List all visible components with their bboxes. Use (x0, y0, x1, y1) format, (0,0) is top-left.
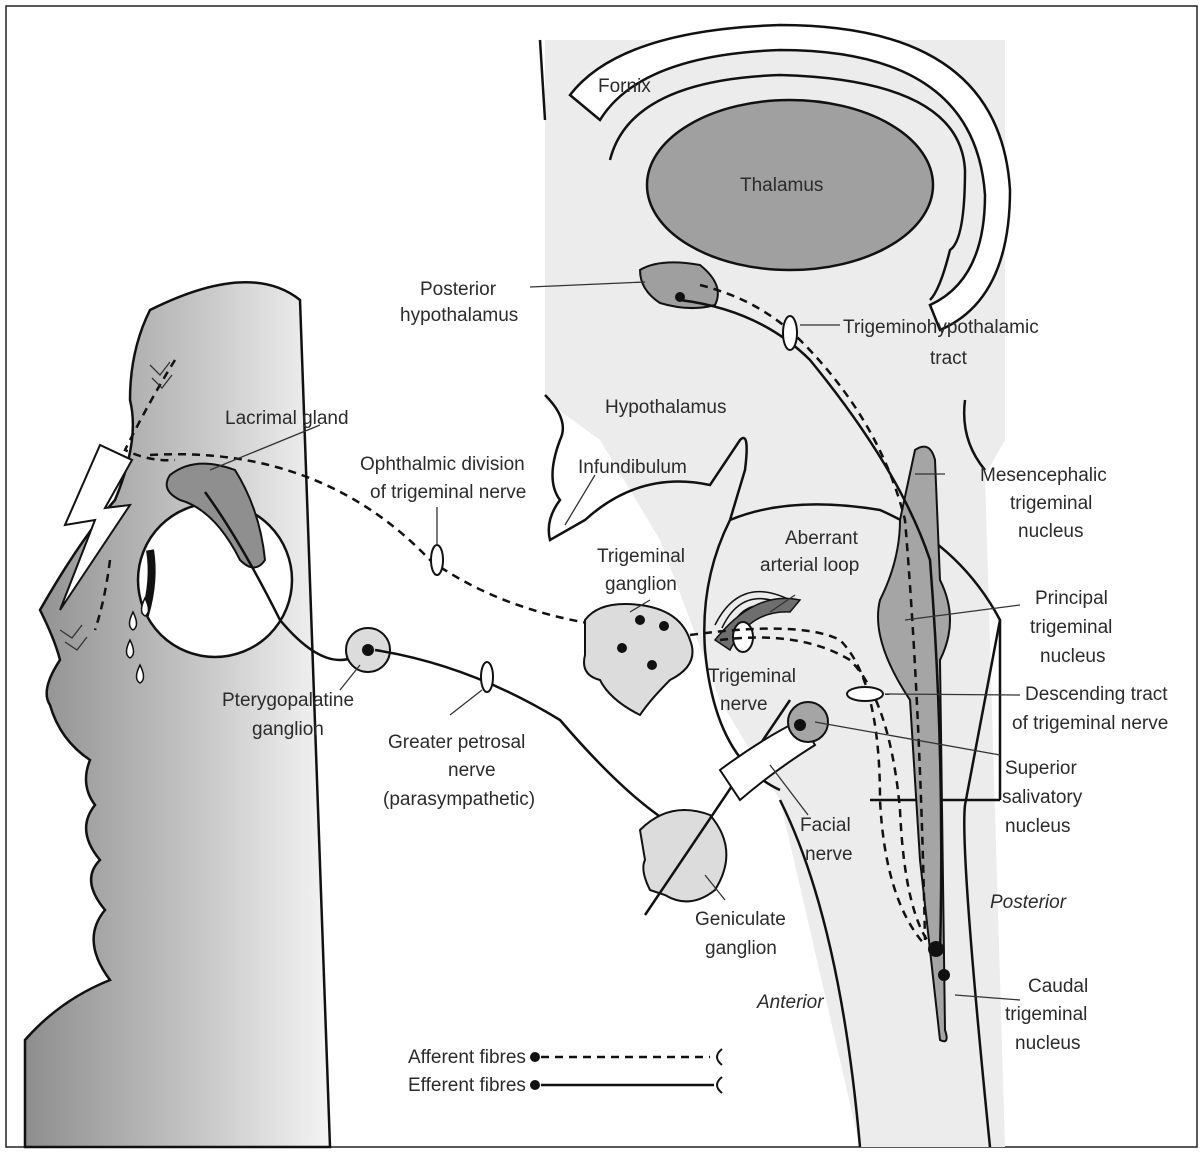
geniculate-label-2: ganglion (705, 938, 777, 959)
trigeminohypothalamic-label-1: Trigeminohypothalamic (843, 317, 1039, 338)
mesencephalic-label-1: Mesencephalic (980, 465, 1107, 486)
trigeminal-nerve-label-1: Trigeminal (708, 666, 796, 687)
efferent-legend-dot (530, 1080, 540, 1090)
hypothalamus-neuron (675, 292, 685, 302)
pterygopalatine-label-2: ganglion (252, 719, 324, 740)
salivatory-label-1: Superior (1005, 758, 1077, 779)
trigeminal-nerve-label-2: nerve (720, 694, 768, 715)
geniculate-label-1: Geniculate (695, 909, 786, 930)
pterygopalatine-label-1: Pterygopalatine (222, 690, 354, 711)
facial-nerve-label-2: nerve (805, 844, 853, 865)
pterygopalatine-neuron (362, 644, 374, 656)
tract-cut-marker (783, 316, 797, 350)
salivatory-label-2: salivatory (1002, 787, 1083, 808)
superior-salivatory-nucleus (788, 702, 828, 742)
aberrant-loop-label-1: Aberrant (785, 528, 859, 549)
caudal-neuron-1 (928, 941, 944, 957)
descending-tract-label-1: Descending tract (1025, 684, 1168, 705)
facial-nerve-label-1: Facial (800, 815, 851, 836)
caudal-label-1: Caudal (1028, 976, 1088, 997)
petrosal-cut-marker (481, 662, 493, 692)
fornix-label: Fornix (598, 76, 651, 97)
trigeminal-ganglion-label-1: Trigeminal (597, 546, 685, 567)
petrosal-label-2: nerve (448, 760, 496, 781)
salivatory-neuron (794, 719, 806, 731)
descending-tract-cut-marker (847, 687, 883, 701)
descending-tract-label-2: of trigeminal nerve (1012, 713, 1168, 734)
mesencephalic-label-2: trigeminal (1010, 493, 1092, 514)
hypothalamus-label: Hypothalamus (605, 397, 726, 418)
principal-label-3: nucleus (1040, 646, 1106, 667)
thalamus-label: Thalamus (740, 175, 823, 196)
salivatory-label-3: nucleus (1005, 816, 1071, 837)
anterior-label: Anterior (756, 992, 824, 1013)
lacrimal-gland-label: Lacrimal gland (225, 408, 349, 429)
principal-label-2: trigeminal (1030, 617, 1112, 638)
trigeminal-ganglion-label-2: ganglion (605, 574, 677, 595)
caudal-neuron-2 (938, 969, 950, 981)
posterior-label: Posterior (990, 892, 1067, 913)
geniculate-ganglion (640, 810, 726, 901)
posterior-hypothalamus-label-1: Posterior (420, 279, 497, 300)
legend-afferent-label: Afferent fibres (408, 1047, 526, 1068)
aberrant-loop-label-2: arterial loop (760, 555, 859, 576)
ophthalmic-label-1: Ophthalmic division (360, 454, 525, 475)
mesencephalic-label-3: nucleus (1018, 521, 1084, 542)
trigeminohypothalamic-label-2: tract (930, 348, 968, 369)
infundibulum-label: Infundibulum (578, 457, 687, 478)
posterior-hypothalamus-label-2: hypothalamus (400, 305, 518, 326)
ophthalmic-cut-marker (431, 545, 443, 575)
principal-label-1: Principal (1035, 588, 1108, 609)
caudal-label-3: nucleus (1015, 1033, 1081, 1054)
afferent-legend-dot (530, 1052, 540, 1062)
petrosal-label-1: Greater petrosal (388, 732, 525, 753)
caudal-label-2: trigeminal (1005, 1004, 1087, 1025)
legend-efferent-label: Efferent fibres (408, 1075, 526, 1096)
ophthalmic-label-2: of trigeminal nerve (370, 482, 526, 503)
eye-socket (138, 503, 292, 657)
petrosal-label-3: (parasympathetic) (383, 789, 535, 810)
